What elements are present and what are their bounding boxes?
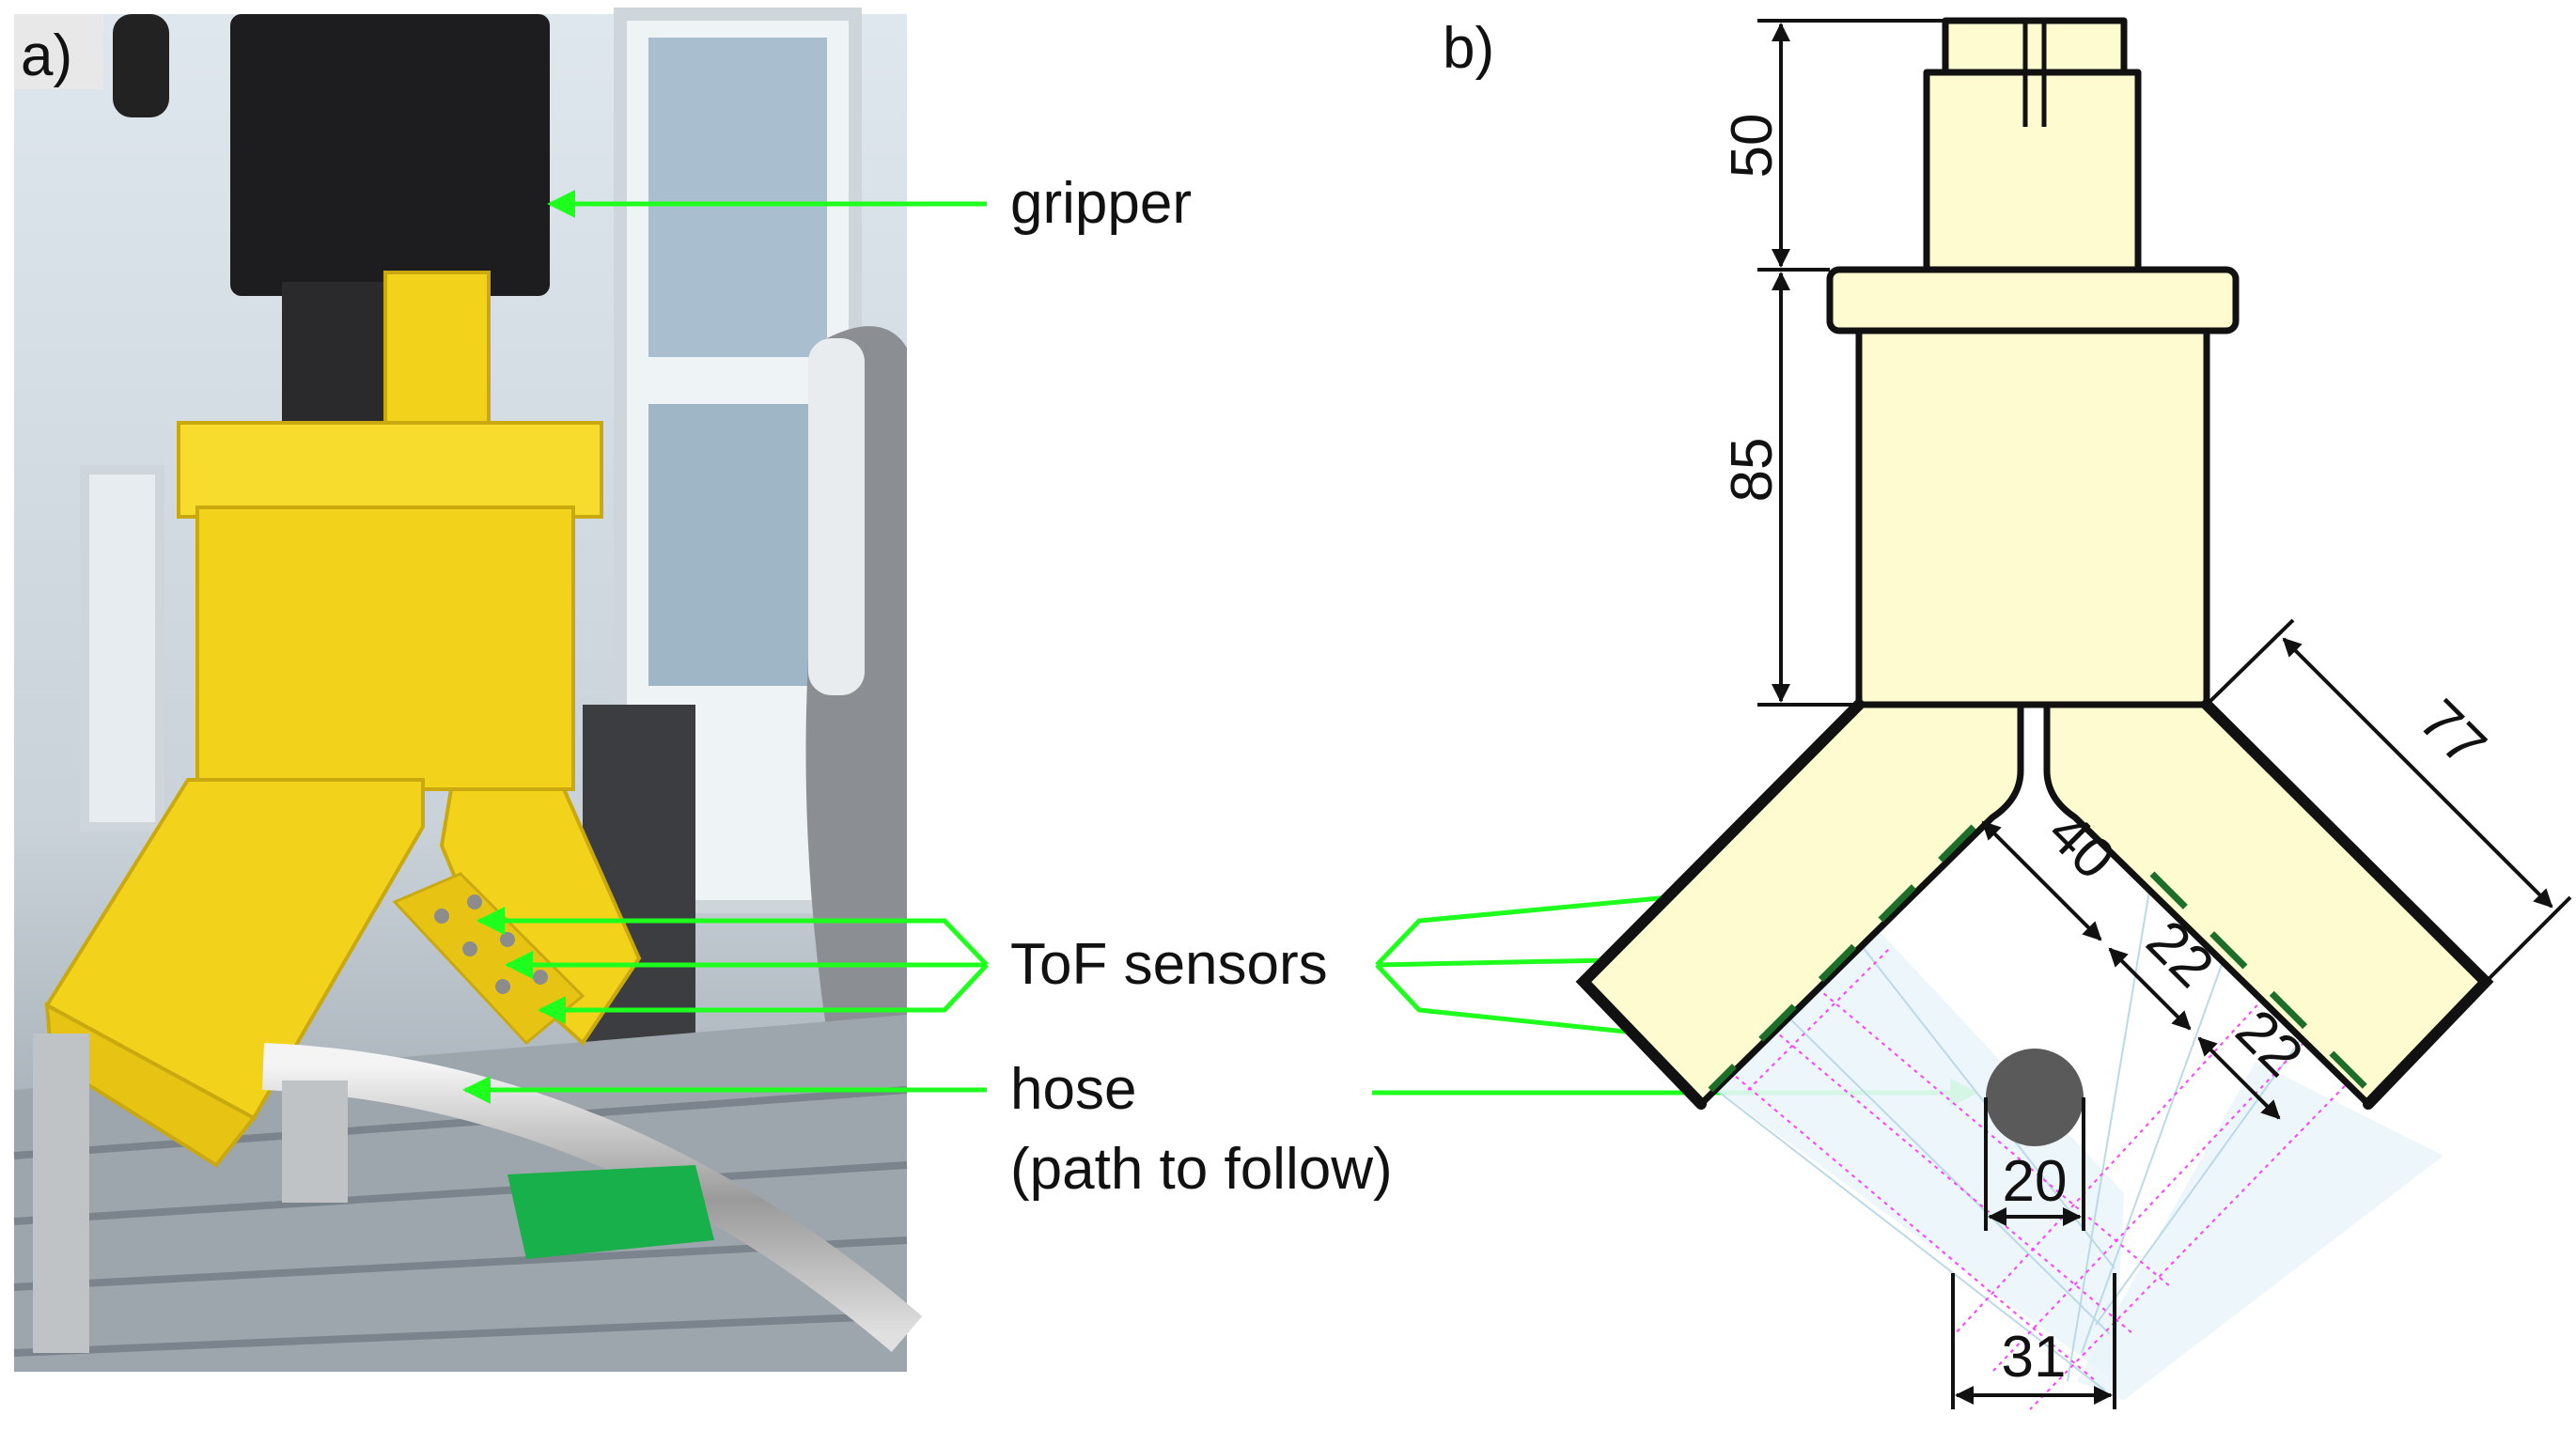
left-arm-thick-edge <box>1575 699 1865 1110</box>
window-pane <box>648 404 827 686</box>
window-frame-left <box>80 465 164 832</box>
yellow-lid <box>177 421 603 519</box>
dim-77-line <box>2282 637 2553 909</box>
dim-50-value: 50 <box>1720 114 1785 179</box>
hose-label-line2: (path to follow) <box>1010 1137 1393 1202</box>
top-cap <box>1942 17 2128 76</box>
dim-40-line <box>1981 820 2102 941</box>
robot-arm-white <box>808 338 865 695</box>
yellow-arm-right <box>439 787 642 1047</box>
dim-77-value: 77 <box>2407 688 2499 780</box>
dim-77-ext-top <box>2205 618 2295 707</box>
metal-bracket <box>282 1080 348 1203</box>
tof-left-arrows <box>476 907 989 1024</box>
sensor-beams <box>1691 873 2443 1400</box>
drawing-panel: b) <box>1443 16 2572 1410</box>
annotations: gripper ToF sensors hose (path to follow… <box>462 171 1978 1202</box>
dim-77-ext-bottom <box>2484 895 2572 984</box>
yellow-box <box>195 505 575 791</box>
flange <box>1826 266 2240 334</box>
tof-label: ToF sensors <box>1010 932 1328 997</box>
dim-22b-line <box>2197 1036 2281 1120</box>
sensor-bolts <box>434 894 548 994</box>
cable <box>113 14 169 117</box>
main-body <box>1855 327 2210 708</box>
upper-neck <box>1923 69 2142 273</box>
panel-a-label-bg <box>14 14 103 89</box>
panel-b-label: b) <box>1443 16 1494 81</box>
sensor-marks-left <box>1708 824 1976 1093</box>
hose-cross-section <box>1986 1049 2084 1146</box>
dim-22a-line <box>2108 947 2192 1031</box>
window-pane <box>648 38 827 357</box>
right-arm <box>2043 701 2490 1108</box>
hose-label-line1: hose <box>1010 1057 1136 1122</box>
metal-bracket <box>33 1034 89 1353</box>
dim-85-value: 85 <box>1720 438 1785 503</box>
gripper-label: gripper <box>1010 171 1192 236</box>
panel-a-label: a) <box>21 23 72 88</box>
dim-20-value: 20 <box>2003 1149 2068 1214</box>
gripper-body <box>230 14 550 296</box>
hose <box>261 1043 923 1352</box>
left-arm <box>1580 701 2024 1108</box>
photo-panel: a) <box>13 8 923 1373</box>
sensor-marks-right <box>2149 871 2371 1093</box>
dim-31-value: 31 <box>2002 1325 2067 1390</box>
yellow-adapter <box>383 271 491 434</box>
green-block <box>507 1165 714 1259</box>
